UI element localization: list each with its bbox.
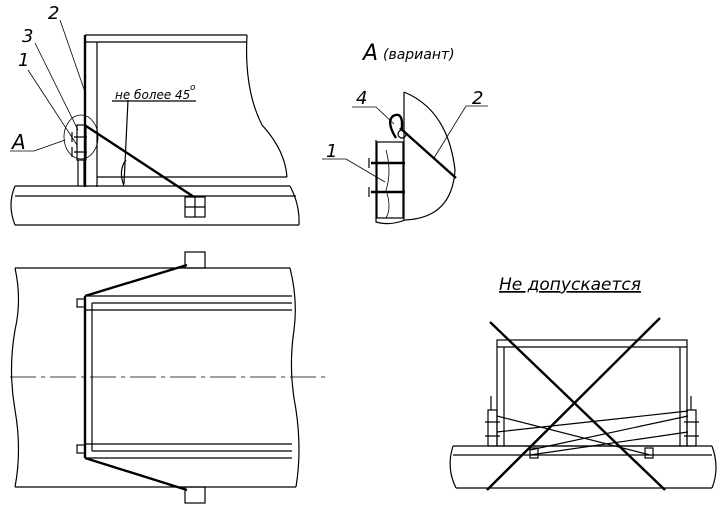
detail-callout-1: 1 bbox=[326, 141, 337, 162]
angle-degree: o bbox=[190, 83, 196, 93]
detail-callout-4: 4 bbox=[356, 88, 367, 109]
angle-note: не более 45 bbox=[115, 88, 190, 102]
detail-view-a: A (вариант) 4 2 1 bbox=[322, 41, 488, 225]
detail-title-note: (вариант) bbox=[383, 47, 455, 63]
callout-1: 1 bbox=[18, 50, 29, 71]
detail-title-letter: A bbox=[361, 41, 378, 66]
callout-A: A bbox=[10, 130, 26, 154]
plan-view bbox=[10, 251, 325, 504]
side-view: 2 3 1 A не более 45 o bbox=[10, 3, 300, 226]
callout-2: 2 bbox=[48, 3, 59, 24]
not-allowed-title: Не допускается bbox=[499, 275, 641, 295]
detail-callout-2: 2 bbox=[472, 88, 483, 109]
callout-3: 3 bbox=[22, 26, 33, 47]
not-allowed-view: Не допускается bbox=[449, 275, 717, 491]
